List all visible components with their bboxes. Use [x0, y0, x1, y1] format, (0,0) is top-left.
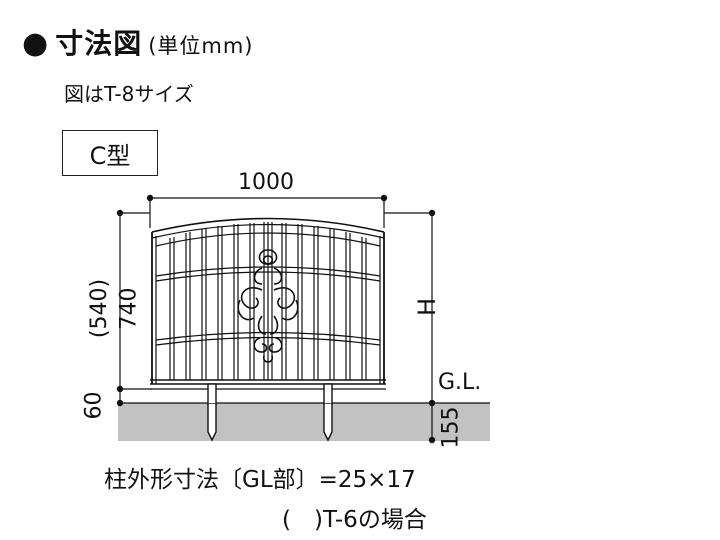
title-text: 寸法図 — [55, 27, 143, 60]
embed-depth-label: 155 — [438, 406, 464, 449]
base-gap-label: 60 — [81, 391, 107, 420]
page-title: ●寸法図(単位mm) — [22, 22, 254, 62]
t6-case-note: ( )T-6の場合 — [282, 507, 427, 533]
total-height-dimension — [384, 209, 436, 444]
unit-text: (単位mm) — [148, 34, 254, 58]
fence-bars — [169, 222, 367, 380]
scroll-ornament-icon — [237, 249, 299, 363]
width-dimension — [146, 194, 388, 228]
ground-band — [118, 403, 490, 441]
total-height-label: H — [413, 297, 442, 317]
post-size-note: 柱外形寸法〔GL部〕=25×17 — [104, 467, 416, 493]
height-label: 740 — [116, 287, 142, 330]
width-label: 1000 — [238, 170, 294, 195]
size-note: 図はT-8サイズ — [64, 82, 194, 106]
fence-legs — [207, 383, 333, 442]
filled-circle-icon: ● — [22, 26, 50, 61]
height-dimension — [116, 209, 152, 407]
type-label-box: C型 — [62, 130, 158, 176]
alt-height-label: (540) — [87, 278, 113, 339]
ground-level-label: G.L. — [438, 370, 482, 395]
type-label: C型 — [89, 141, 131, 170]
